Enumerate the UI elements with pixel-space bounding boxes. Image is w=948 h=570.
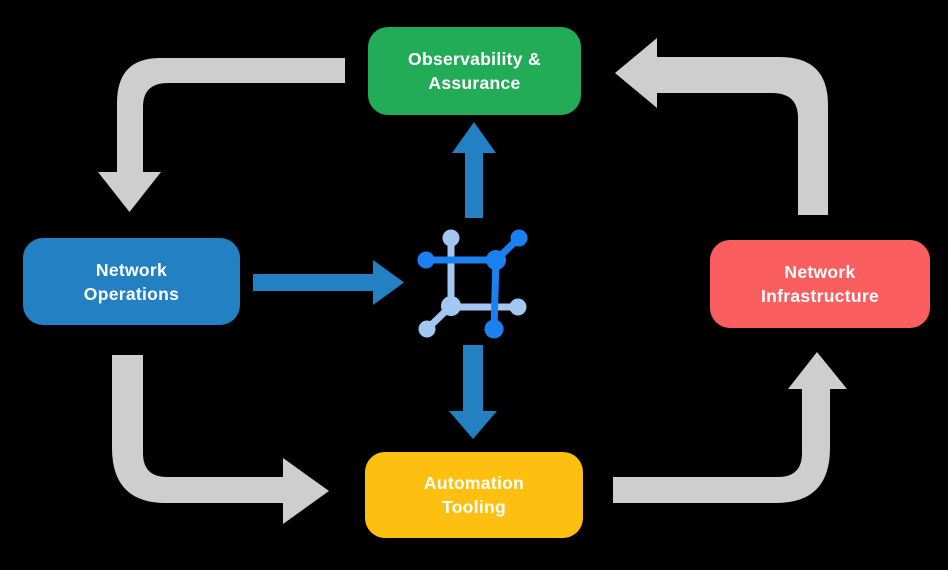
cycle-arrow-infrastructure-to-observability <box>615 38 828 215</box>
node-label-line1: Automation <box>423 473 525 493</box>
flow-arrows <box>253 122 497 439</box>
node-label-line1: Observability & <box>408 49 541 69</box>
flow-arrow-operations-to-icon <box>253 260 404 305</box>
node-label-line2: Tooling <box>442 497 506 517</box>
node-label-line2: Operations <box>83 283 180 304</box>
cycle-arrow-operations-to-automation <box>112 355 329 524</box>
node-label-line1: Network <box>784 262 856 282</box>
node-label-line2: Assurance <box>428 73 521 93</box>
flow-arrow-icon-to-observability <box>452 122 496 218</box>
node-label-line1: Network <box>95 259 168 280</box>
cycle-arrows <box>98 38 847 524</box>
flow-arrow-icon-to-automation <box>449 345 497 439</box>
network-mesh-icon <box>417 229 528 339</box>
node-network-operations: Network Operations <box>23 238 240 325</box>
network-mesh-icon-light-part <box>418 229 527 338</box>
node-automation-tooling: Automation Tooling <box>365 452 583 538</box>
cycle-arrow-automation-to-infrastructure <box>613 352 847 503</box>
node-network-infrastructure: Network Infrastructure <box>710 240 930 328</box>
cycle-arrow-observability-to-operations <box>98 58 345 212</box>
node-observability-assurance: Observability & Assurance <box>368 27 581 115</box>
network-mesh-icon-dark-part <box>417 229 528 339</box>
node-label-line2: Infrastructure <box>761 286 879 306</box>
